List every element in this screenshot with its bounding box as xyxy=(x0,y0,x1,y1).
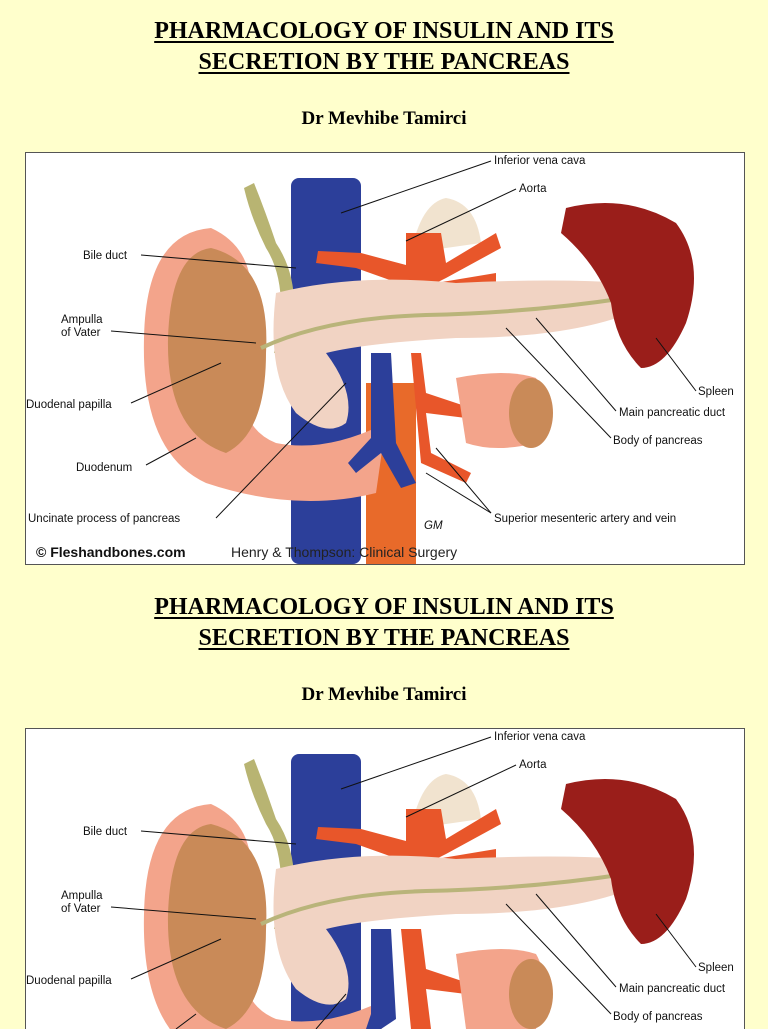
title-line-1: PHARMACOLOGY OF INSULIN AND ITS xyxy=(154,18,614,44)
label-superior-mesenteric: Superior mesenteric artery and vein xyxy=(494,513,676,525)
title-line-2: SECRETION BY THE PANCREAS xyxy=(198,49,570,75)
title-line-1: PHARMACOLOGY OF INSULIN AND ITS xyxy=(154,594,614,620)
credit-site: © Fleshandbones.com xyxy=(36,544,186,560)
spleen-shape xyxy=(561,203,694,368)
label-duodenum: Duodenum xyxy=(76,462,132,474)
label-uncinate-process: Uncinate process of pancreas xyxy=(28,513,180,525)
label-duodenal-papilla: Duodenal papilla xyxy=(26,399,112,411)
label-body-of-pancreas: Body of pancreas xyxy=(613,1011,703,1023)
pancreatic-duct-shape xyxy=(260,296,627,350)
sma-shape xyxy=(401,929,471,1029)
leader-lines xyxy=(110,736,697,1029)
pancreas-shape xyxy=(273,279,635,429)
label-aorta: Aorta xyxy=(519,183,547,195)
aorta-upper-shape xyxy=(316,233,501,293)
spleen-shape xyxy=(561,779,694,944)
duodenum-inner-shape xyxy=(167,824,267,1029)
label-ampulla-line1: Ampulla xyxy=(61,314,103,326)
pancreas-anatomy-figure: Inferior vena cava Aorta Bile duct Ampul… xyxy=(25,728,745,1029)
label-ampulla-line2: of Vater xyxy=(61,327,101,339)
pancreatic-duct-shape xyxy=(260,872,627,926)
label-ampulla-line2: of Vater xyxy=(61,903,101,915)
label-main-pancreatic-duct: Main pancreatic duct xyxy=(619,407,726,419)
sma-shape xyxy=(401,353,471,483)
label-aorta: Aorta xyxy=(519,759,547,771)
label-inferior-vena-cava: Inferior vena cava xyxy=(494,155,586,167)
label-bile-duct: Bile duct xyxy=(83,250,128,262)
duodenum-inner-shape xyxy=(167,248,267,453)
label-bile-duct: Bile duct xyxy=(83,826,128,838)
author-name: Dr Mevhibe Tamirci xyxy=(301,108,467,129)
label-duodenal-papilla: Duodenal papilla xyxy=(26,975,112,987)
label-inferior-vena-cava: Inferior vena cava xyxy=(494,731,586,743)
label-spleen: Spleen xyxy=(698,386,734,398)
pancreas-anatomy-figure: Inferior vena cava Aorta Bile duct Ampul… xyxy=(25,152,745,565)
label-spleen: Spleen xyxy=(698,962,734,974)
slide-title: PHARMACOLOGY OF INSULIN AND ITS SECRETIO… xyxy=(0,16,768,78)
jejunum-lumen-shape xyxy=(509,959,553,1029)
slide-title: PHARMACOLOGY OF INSULIN AND ITS SECRETIO… xyxy=(0,592,768,654)
title-line-2: SECRETION BY THE PANCREAS xyxy=(198,625,570,651)
jejunum-lumen-shape xyxy=(509,378,553,448)
label-ampulla-line1: Ampulla xyxy=(61,890,103,902)
smv-shape xyxy=(366,929,396,1029)
credit-source: Henry & Thompson: Clinical Surgery xyxy=(231,544,457,560)
aorta-upper-shape xyxy=(316,809,501,869)
smv-shape xyxy=(348,353,416,488)
artist-signature: GM xyxy=(424,520,443,532)
label-body-of-pancreas: Body of pancreas xyxy=(613,435,703,447)
label-main-pancreatic-duct: Main pancreatic duct xyxy=(619,983,726,995)
author-name: Dr Mevhibe Tamirci xyxy=(301,684,467,705)
pancreas-shape xyxy=(273,855,635,1005)
leader-lines xyxy=(110,160,697,519)
